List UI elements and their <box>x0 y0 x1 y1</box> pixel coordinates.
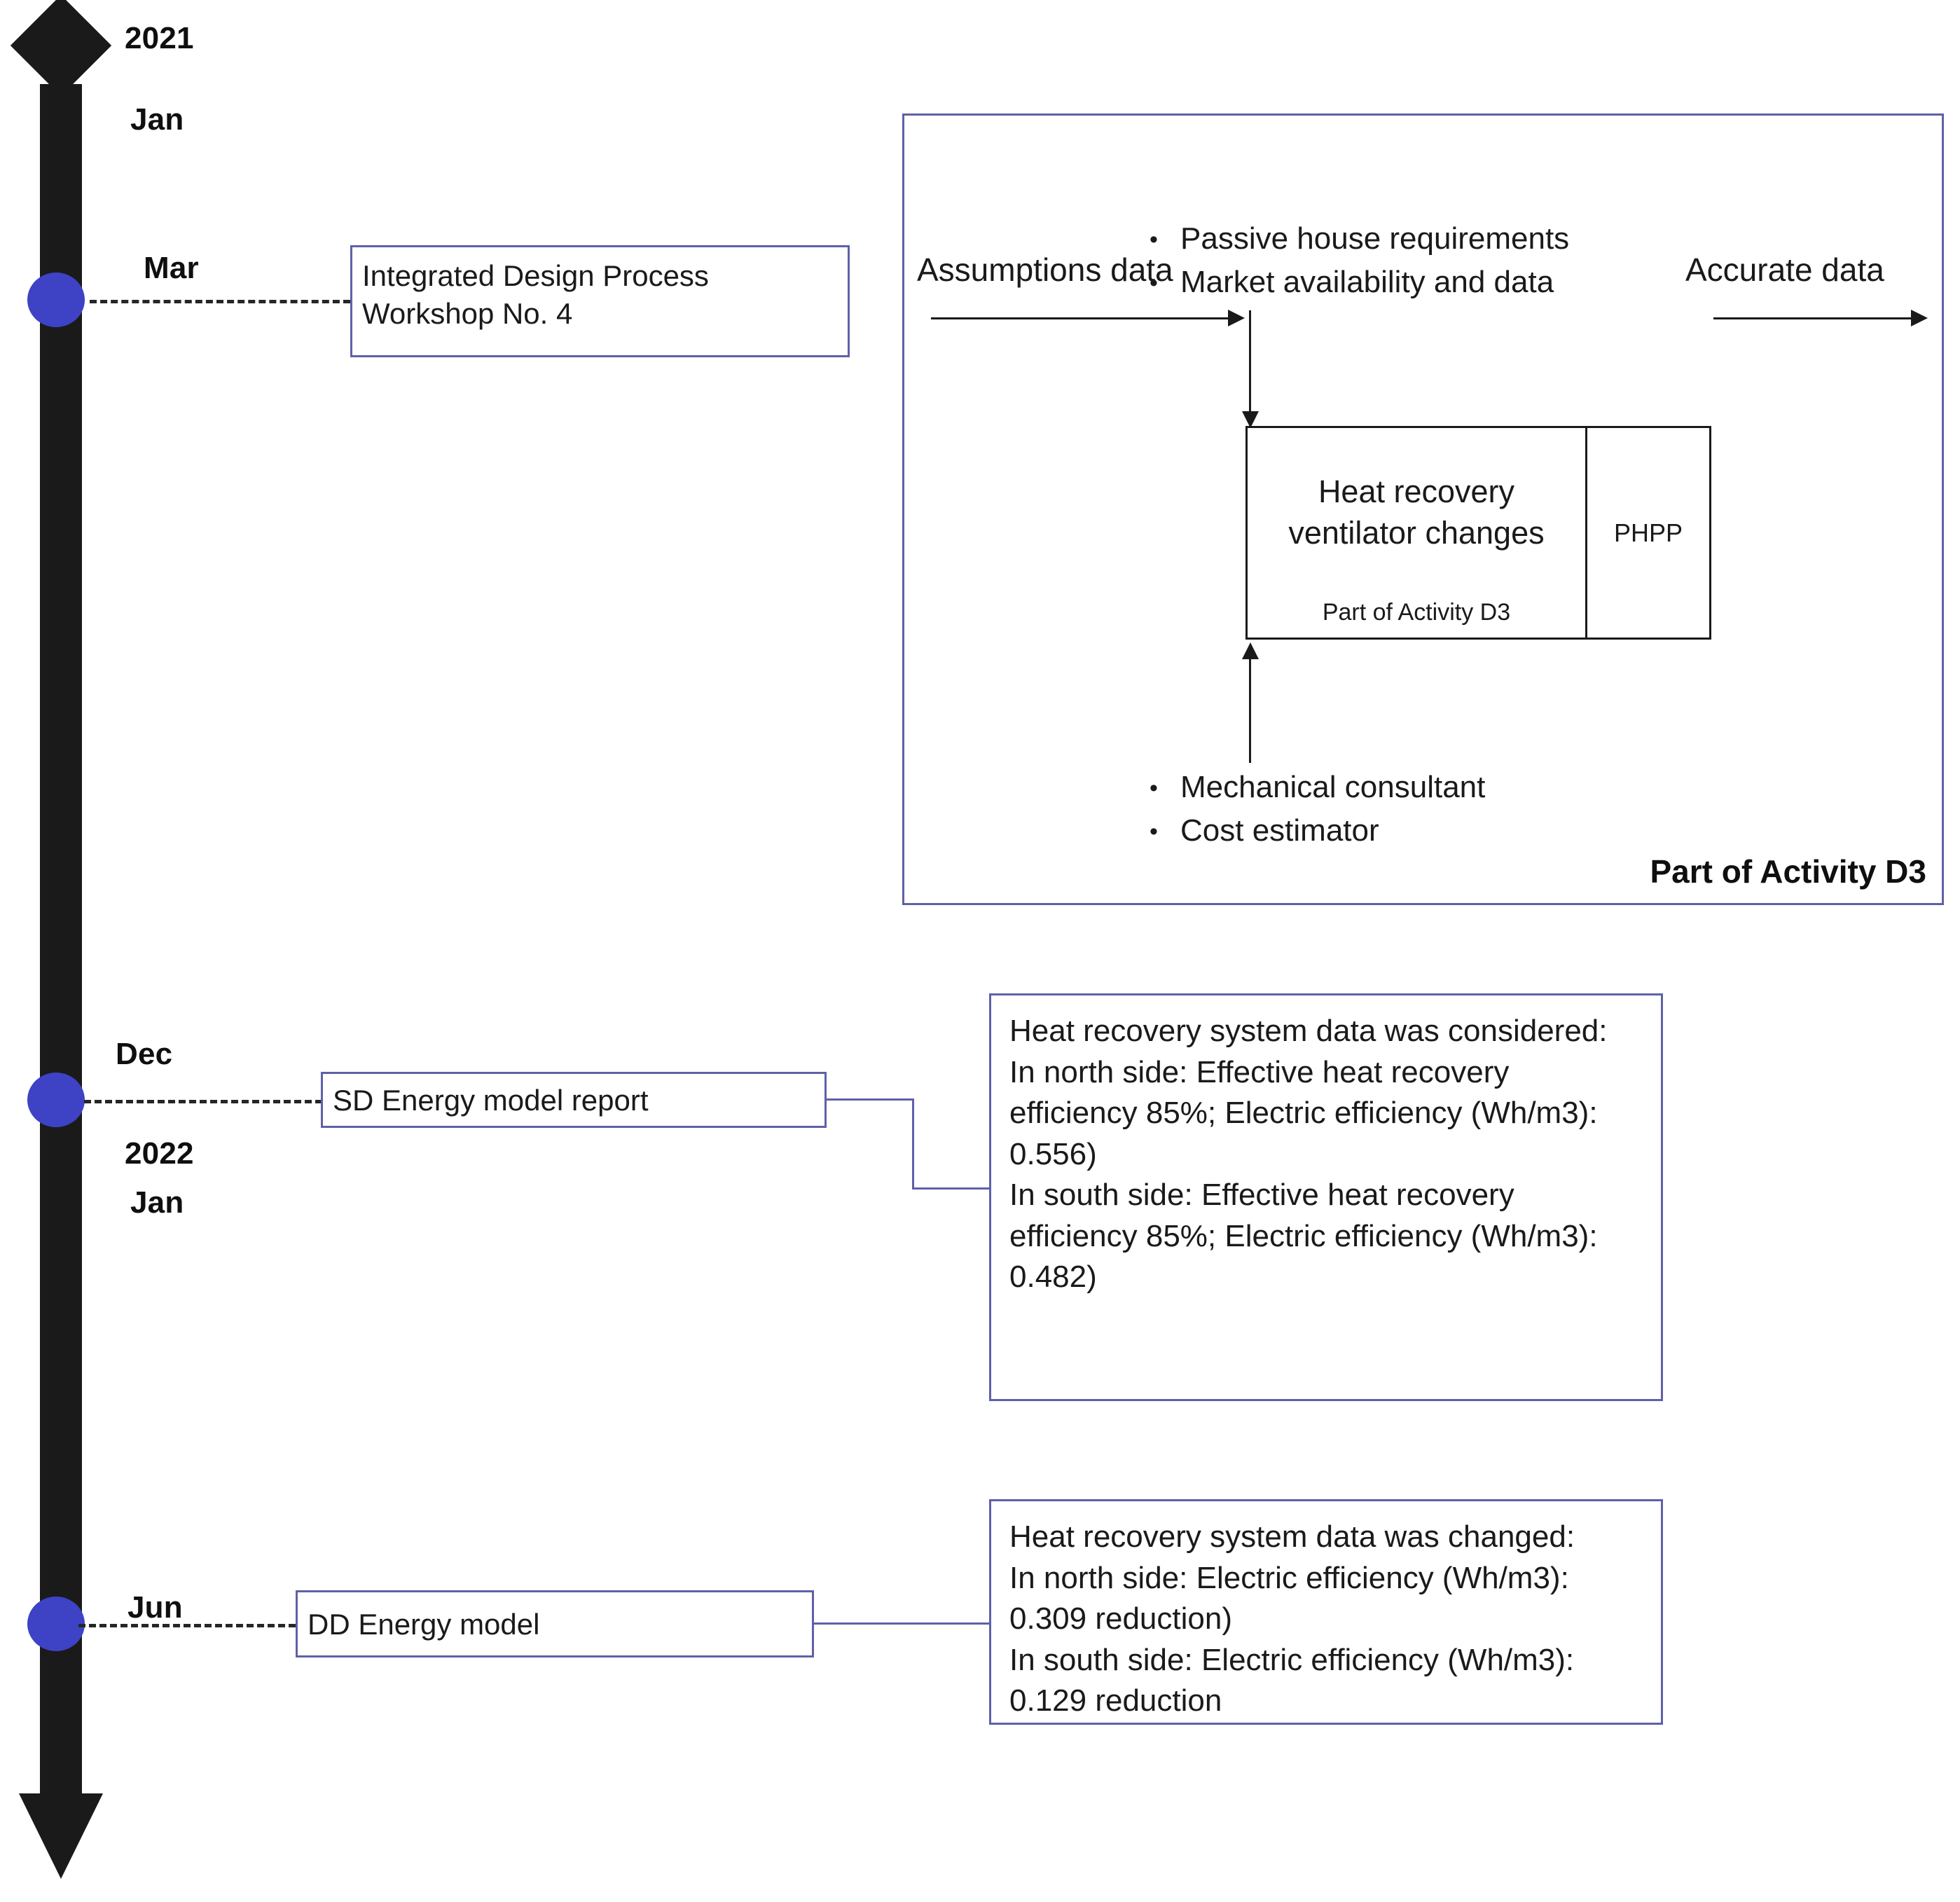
milestone-label-box-jun[interactable]: DD Energy model <box>296 1590 814 1658</box>
idef0-mechanism-item-1: Cost estimator <box>1150 809 1485 853</box>
idef0-mechanism-arrow-line <box>1249 656 1251 763</box>
leader-line-jun <box>78 1624 296 1627</box>
axis-label-year-2021: 2021 <box>125 21 194 55</box>
axis-label-month-jun: Jun <box>127 1590 183 1625</box>
idef0-activity-title: Heat recovery ventilator changes <box>1288 474 1545 551</box>
timeline-start-diamond-icon <box>10 0 112 97</box>
idef0-control-item-1: Market availability and data <box>1150 261 1569 304</box>
idef0-input-arrow-line <box>931 317 1229 319</box>
connector-dec-segment-h2 <box>912 1187 996 1190</box>
idef0-activity-subtitle: Part of Activity D3 <box>1322 599 1511 626</box>
idef0-tool-label: PHPP <box>1613 518 1683 547</box>
axis-label-month-dec: Dec <box>116 1037 173 1071</box>
note-box-dec[interactable]: Heat recovery system data was considered… <box>989 993 1663 1401</box>
milestone-dot-jun[interactable] <box>27 1597 85 1651</box>
idef0-footer-label: Part of Activity D3 <box>1650 853 1926 890</box>
idef0-output-label: Accurate data <box>1685 251 1884 288</box>
leader-line-mar <box>90 300 350 303</box>
milestone-label-box-mar[interactable]: Integrated Design Process Workshop No. 4 <box>350 245 850 357</box>
connector-dec-segment-h1 <box>827 1098 914 1101</box>
milestone-dot-dec[interactable] <box>27 1073 85 1127</box>
connector-jun-segment-h <box>814 1622 998 1625</box>
idef0-control-list: Passive house requirements Market availa… <box>1150 217 1569 305</box>
milestone-dot-mar[interactable] <box>27 273 85 327</box>
idef0-control-arrow-head-icon <box>1242 411 1259 428</box>
idef0-input-arrow-head-icon <box>1228 310 1245 326</box>
axis-label-month-jan-2022: Jan <box>130 1185 184 1220</box>
axis-label-month-jan-2021: Jan <box>130 102 184 137</box>
connector-dec-segment-v <box>912 1098 914 1190</box>
leader-line-dec <box>84 1100 322 1103</box>
idef0-output-arrow-head-icon <box>1911 310 1928 326</box>
timeline-axis-shaft <box>40 84 82 1797</box>
idef0-tool-box[interactable]: PHPP <box>1587 426 1711 640</box>
idef0-output-arrow-line <box>1713 317 1913 319</box>
idef0-panel: Passive house requirements Market availa… <box>902 113 1944 905</box>
milestone-label-box-dec[interactable]: SD Energy model report <box>321 1072 827 1128</box>
timeline-end-arrow-icon <box>19 1793 103 1879</box>
idef0-activity-box[interactable]: Heat recovery ventilator changes Part of… <box>1245 426 1587 640</box>
idef0-control-item-0: Passive house requirements <box>1150 217 1569 261</box>
idef0-input-label: Assumptions data <box>917 251 1173 288</box>
idef0-mechanism-list: Mechanical consultant Cost estimator <box>1150 766 1485 853</box>
note-box-jun[interactable]: Heat recovery system data was changed: I… <box>989 1499 1663 1725</box>
idef0-mechanism-item-0: Mechanical consultant <box>1150 766 1485 809</box>
axis-label-year-2022: 2022 <box>125 1136 194 1171</box>
idef0-control-arrow-line <box>1249 310 1251 419</box>
idef0-mechanism-arrow-head-icon <box>1242 642 1259 659</box>
axis-label-month-mar: Mar <box>144 251 199 285</box>
